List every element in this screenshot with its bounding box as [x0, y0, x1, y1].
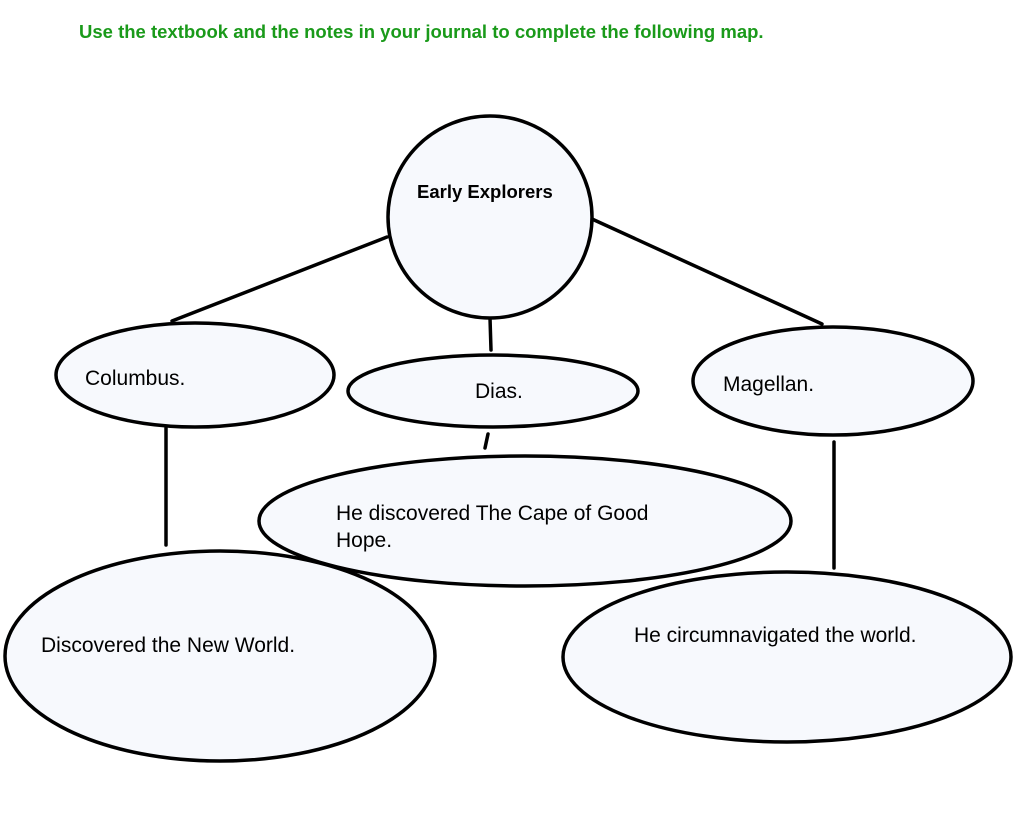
explorer-name-dias: Dias. — [475, 380, 523, 403]
explorer-name-columbus: Columbus. — [85, 367, 186, 390]
explorer-fact-columbus: Discovered the New World. — [41, 634, 296, 657]
fact-bubble-dias — [257, 454, 793, 588]
connector-center-columbus — [170, 235, 389, 323]
fact-bubble-magellan — [561, 570, 1013, 744]
connector-center-dias — [488, 316, 493, 352]
explorer-bubble-magellan — [691, 325, 975, 437]
explorer-fact-magellan: He circumnavigated the world. — [634, 624, 917, 647]
center-bubble — [386, 114, 594, 320]
center-label: Early Explorers — [417, 181, 553, 202]
explorer-fact-dias: He discovered The Cape of Good Hope. — [336, 502, 649, 552]
explorer-bubble-dias — [346, 353, 640, 429]
connector-dias-fact — [483, 432, 490, 450]
explorer-name-magellan: Magellan. — [723, 373, 815, 396]
instructions-text: Use the textbook and the notes in your j… — [79, 21, 764, 42]
fact-bubble-columbus — [3, 549, 437, 763]
explorer-bubble-columbus — [54, 321, 336, 429]
connector-center-magellan — [590, 217, 824, 326]
